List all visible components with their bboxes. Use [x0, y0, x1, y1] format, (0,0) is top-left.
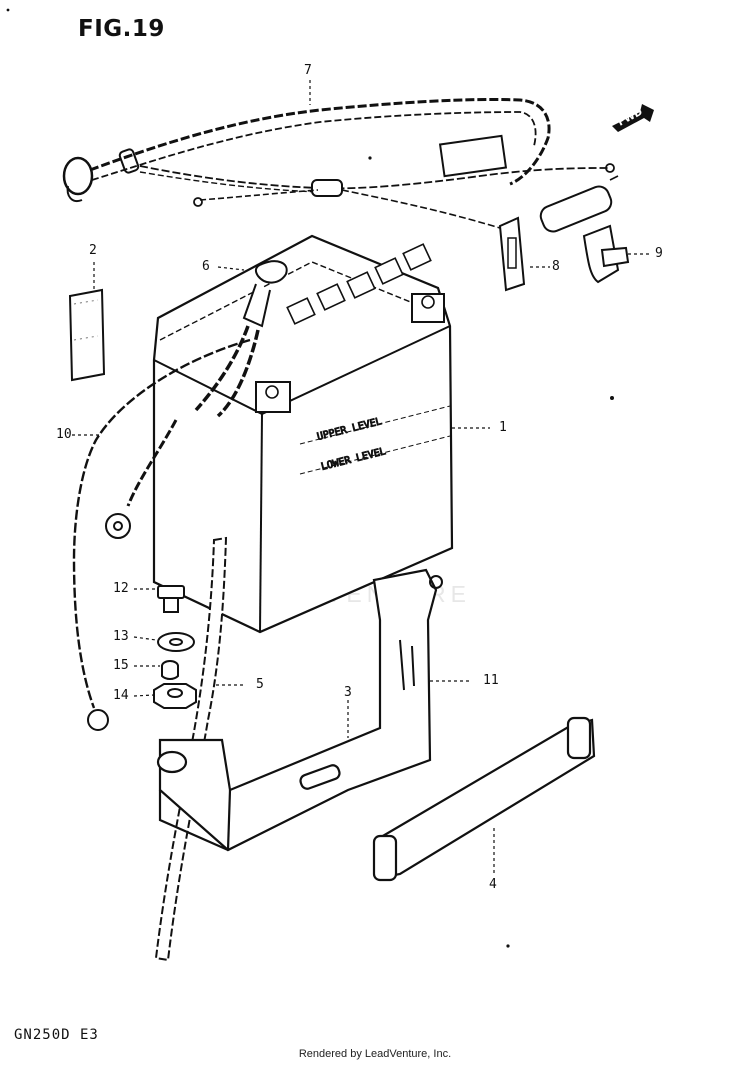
part-11-clamp — [399, 575, 443, 691]
scan-specks — [6, 8, 614, 948]
callout-6: 6 — [202, 259, 210, 274]
part-1-battery: UPPER LEVEL LOWER LEVEL — [152, 234, 454, 634]
part-2-pad — [68, 288, 106, 382]
callout-3: 3 — [344, 685, 352, 700]
leader-lines — [72, 80, 650, 876]
model-code: GN250D E3 — [14, 1027, 99, 1043]
part-7-harness — [62, 98, 615, 229]
callout-7: 7 — [304, 63, 312, 78]
callout-9: 9 — [655, 246, 663, 261]
callout-14: 14 — [113, 688, 129, 703]
fwd-arrow-icon: FWD — [612, 104, 654, 132]
callout-4: 4 — [489, 877, 497, 892]
fwd-label: FWD — [616, 107, 644, 129]
callout-13: 13 — [113, 629, 129, 644]
part-8-fuse-holder — [498, 175, 619, 292]
part-13-washer — [157, 632, 195, 652]
part-4-strap — [372, 716, 596, 882]
part-10-ground-lead — [72, 338, 251, 731]
battery-cells — [286, 243, 432, 325]
figure-title: FIG.19 — [78, 16, 165, 42]
callout-5: 5 — [256, 677, 264, 692]
callout-15: 15 — [113, 658, 129, 673]
part-12-bolt — [157, 585, 185, 613]
callout-2: 2 — [89, 243, 97, 258]
part-15-collar — [161, 660, 179, 680]
callout-1: 1 — [499, 420, 507, 435]
callout-8: 8 — [552, 259, 560, 274]
part-6-terminal-cable — [194, 260, 288, 418]
callout-10: 10 — [56, 427, 72, 442]
footer-credit: Rendered by LeadVenture, Inc. — [298, 1048, 452, 1060]
callout-12: 12 — [113, 581, 129, 596]
part-14-nut — [153, 683, 197, 709]
part-9-clip — [582, 224, 630, 284]
callout-11: 11 — [483, 673, 499, 688]
